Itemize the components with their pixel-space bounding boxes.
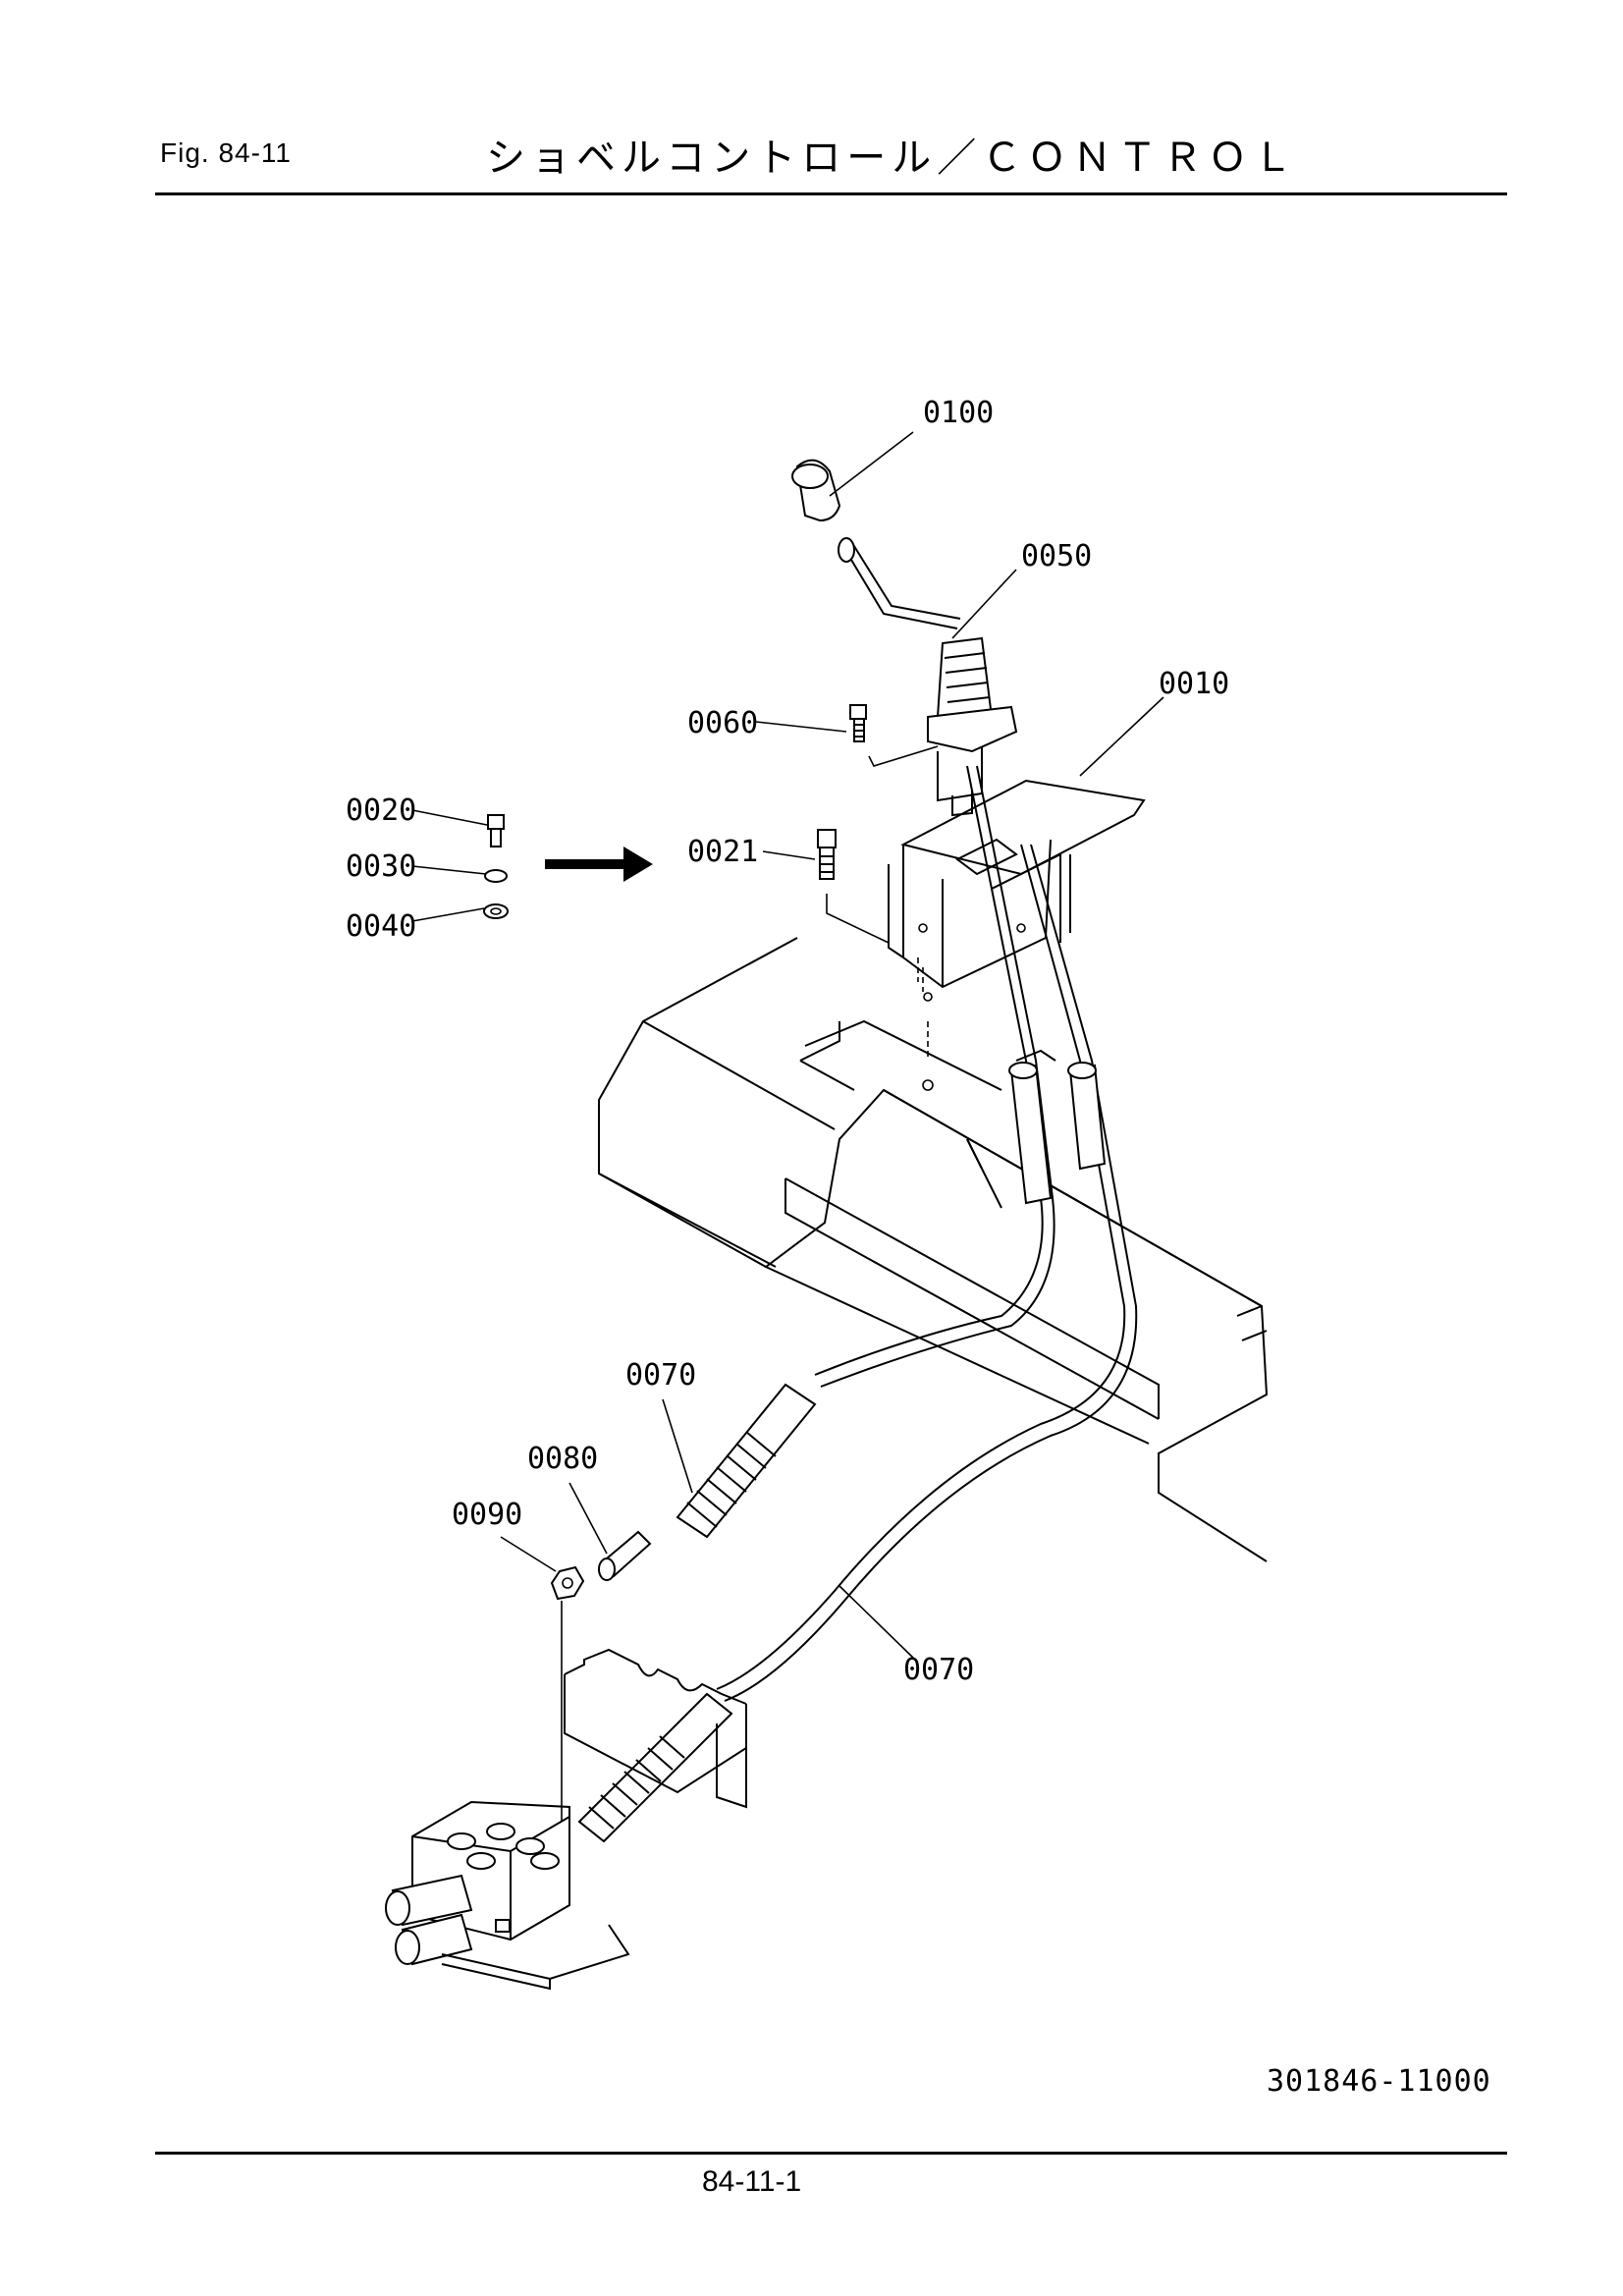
callout-0021: 0021 [687, 835, 758, 869]
nut-part-0090 [550, 1565, 585, 1601]
control-bracket-part-0010 [888, 779, 1146, 1091]
figure-number: Fig. 84-11 [160, 137, 292, 168]
page-number: 84-11-1 [702, 2165, 802, 2198]
callout-0010: 0010 [1159, 667, 1229, 701]
figure-title: ショベルコントロール／ＣＯＮＴＲＯＬ [486, 136, 1299, 181]
drawing-number: 301846-11000 [1267, 2064, 1491, 2099]
lever-knob-part-0100 [791, 459, 841, 522]
control-valve [385, 1800, 630, 1991]
callout-0100: 0100 [923, 396, 994, 430]
bolt-part-0060 [849, 704, 939, 767]
footer-rule [155, 2152, 1507, 2155]
callout-0060: 0060 [687, 706, 758, 740]
rod-end-part-0080 [598, 1530, 652, 1581]
header-rule [155, 192, 1507, 195]
bolt-and-washers-parts-0020-0040 [483, 814, 509, 919]
callout-0080: 0080 [527, 1442, 598, 1476]
control-cables-part-0070 [577, 765, 1138, 1843]
callout-0050: 0050 [1021, 539, 1092, 574]
control-lever-part-0050 [838, 537, 1018, 817]
callout-0090: 0090 [452, 1498, 522, 1532]
machine-frame [598, 937, 1269, 1562]
bolt-part-0021 [817, 829, 890, 944]
callout-0070-lower: 0070 [903, 1653, 974, 1687]
callout-0020: 0020 [346, 793, 416, 828]
direction-arrow-icon [545, 847, 653, 882]
leader-lines [411, 431, 1164, 1822]
valve-bracket [564, 1648, 747, 1809]
callout-0070-upper: 0070 [625, 1358, 696, 1393]
callout-0040: 0040 [346, 909, 416, 944]
callout-0030: 0030 [346, 849, 416, 884]
